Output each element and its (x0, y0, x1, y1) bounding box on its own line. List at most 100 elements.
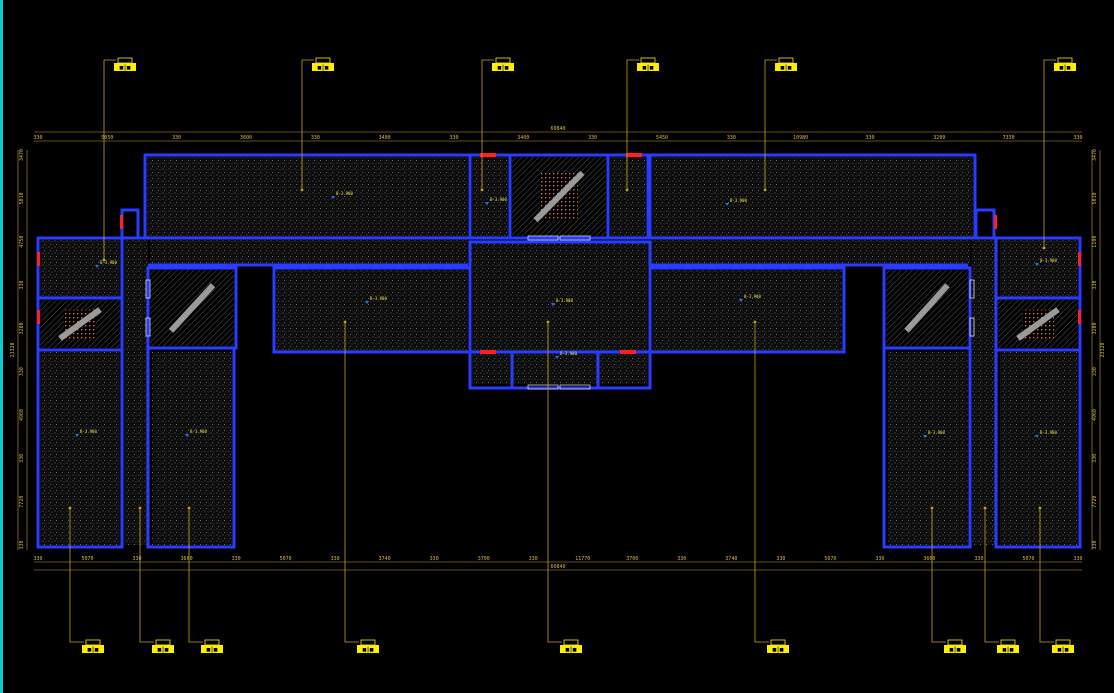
top-dimension-text: 330 (172, 135, 181, 141)
callout-tag-box (767, 645, 789, 653)
right-dimension-text: 330 (1092, 540, 1098, 549)
callout-tag-frame (1000, 639, 1016, 646)
right-dimension-text: 3200 (1092, 322, 1098, 334)
callout-tag-text: ■|■ (318, 65, 329, 72)
room-floor-area (40, 352, 120, 545)
room-floor-area (972, 240, 996, 545)
top-callout-tags: ■|■■|■■|■■|■■|■■|■ (114, 57, 1076, 72)
top-dimension-text: 3400 (379, 135, 391, 141)
level-marker-icon (95, 265, 99, 268)
level-marker-icon (1035, 263, 1039, 266)
callout-tag-frame (778, 57, 794, 64)
bottom-dimension-text: 5070 (824, 556, 836, 562)
bottom-dimension-text: 5070 (82, 556, 94, 562)
top-dimension-text: 330 (1073, 135, 1082, 141)
callout-tag-box (114, 63, 136, 71)
right-dimension-text: 5010 (1092, 192, 1098, 204)
callout-tag-box (312, 63, 334, 71)
top-dimension-text: 10980 (793, 135, 808, 141)
bottom-dimension-text: 11770 (575, 556, 590, 562)
window-opening (559, 235, 591, 241)
leader-line (626, 59, 639, 190)
door-markers (37, 153, 1081, 390)
callout-tag-text: ■|■ (1060, 65, 1071, 72)
window-opening (527, 235, 559, 241)
leader-endpoint (625, 188, 629, 192)
room-level-label: B-3.900 (744, 294, 761, 299)
bottom-dimension-text: 5070 (280, 556, 292, 562)
leader-endpoint (1042, 246, 1046, 250)
door-marker (120, 215, 123, 229)
leader-lines (68, 59, 1056, 643)
level-marker-icon (75, 434, 79, 437)
callout-tag-box (944, 645, 966, 653)
callout-tag-frame (204, 639, 220, 646)
right-dimension-text: 330 (1092, 454, 1098, 463)
left-dimension-text: 3470 (19, 149, 25, 161)
leader-endpoint (546, 320, 550, 324)
callout-tag-frame (315, 57, 331, 64)
top-dimension-text: 5050 (101, 135, 113, 141)
room-level-label: B-3.900 (928, 430, 945, 435)
leader-line (344, 322, 359, 643)
leader-endpoint (983, 506, 987, 510)
callout-tag-box (637, 63, 659, 71)
bottom-dimension-text: 3660 (923, 556, 935, 562)
room-level-label: B-3.900 (556, 298, 573, 303)
leader-endpoint (480, 188, 484, 192)
left-dimension-text: 330 (19, 454, 25, 463)
top-dimension-text: 7330 (1003, 135, 1015, 141)
leader-line (547, 322, 562, 643)
leader-line (1039, 508, 1054, 643)
leader-line (103, 59, 116, 260)
door-marker (1078, 310, 1081, 324)
top-dimension-text: 330 (588, 135, 597, 141)
callout-tag-text: ■|■ (88, 647, 99, 654)
level-marker-icon (331, 196, 335, 199)
leader-line (754, 322, 769, 643)
callout-tag-text: ■|■ (363, 647, 374, 654)
room-floor-area (276, 270, 468, 352)
left-dimension-text: 330 (19, 540, 25, 549)
room-level-label: B-3.900 (730, 198, 747, 203)
callout-tag-box (357, 645, 379, 653)
stair-arrow (1016, 307, 1060, 341)
level-marker-icon (485, 202, 489, 205)
right-dimension-text: 3470 (1092, 149, 1098, 161)
left-total-dimension: 23320 (10, 342, 16, 357)
callout-tag-text: ■|■ (158, 647, 169, 654)
door-marker (1078, 252, 1081, 266)
leader-endpoint (102, 258, 106, 262)
bottom-dimension-text: 330 (430, 556, 439, 562)
callout-tag-frame (640, 57, 656, 64)
leader-endpoint (138, 506, 142, 510)
bottom-total-dimension: 60840 (550, 564, 565, 570)
room-level-label: B-3.900 (370, 296, 387, 301)
stair-arrow (904, 283, 950, 333)
room-floor-area (152, 352, 232, 545)
top-dimension-text: 3600 (240, 135, 252, 141)
wall-segment (146, 346, 236, 549)
left-dimension-text: 5010 (19, 192, 25, 204)
bottom-dimension-text: 330 (677, 556, 686, 562)
callout-tag-text: ■|■ (498, 65, 509, 72)
left-dimension-text: 330 (19, 367, 25, 376)
bottom-dimension-text: 3700 (626, 556, 638, 562)
window-opening (969, 279, 975, 299)
room-floor-area (150, 240, 970, 265)
walls (36, 153, 1082, 549)
leader-line (139, 508, 154, 643)
callout-tag-box (201, 645, 223, 653)
top-dimension-text: 330 (449, 135, 458, 141)
bottom-dimension-text: 330 (974, 556, 983, 562)
leader-endpoint (343, 320, 347, 324)
level-marker-icon (1035, 435, 1039, 438)
callout-tag-box (1052, 645, 1074, 653)
bottom-dimension-text: 3700 (478, 556, 490, 562)
callout-tag-text: ■|■ (1003, 647, 1014, 654)
callout-tag-box (997, 645, 1019, 653)
